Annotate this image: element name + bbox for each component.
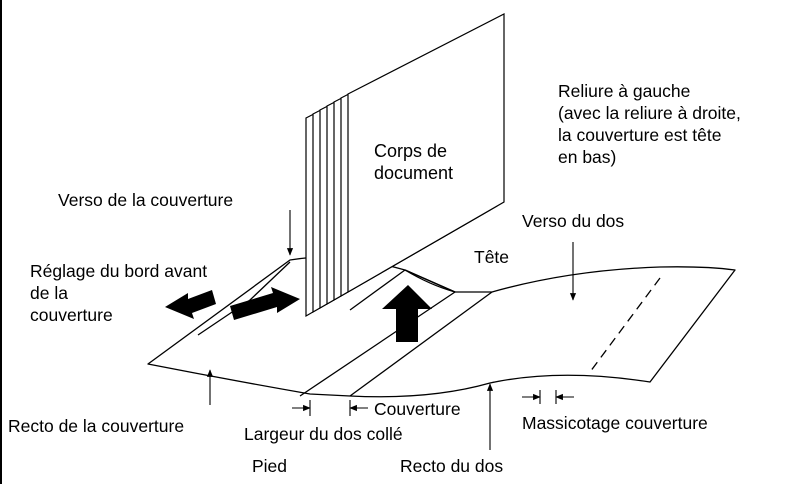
label-tete: Tête xyxy=(474,247,510,267)
label-massicotage: Massicotage couverture xyxy=(522,413,708,433)
cover-sheet-outline xyxy=(147,255,736,398)
book-sheet xyxy=(347,13,505,294)
label-reglage: Réglage du bord avant de la couverture xyxy=(30,261,208,325)
adjust-arrow-right xyxy=(230,287,300,320)
label-recto-couverture: Recto de la couverture xyxy=(8,416,185,436)
trim-dashed-line xyxy=(589,277,661,373)
label-couverture: Couverture xyxy=(374,399,461,419)
adjust-arrow-left xyxy=(165,290,216,319)
spine-line-b xyxy=(349,291,493,397)
label-pied: Pied xyxy=(252,456,288,476)
spine-head-edge xyxy=(404,269,456,293)
book-block xyxy=(305,13,505,318)
label-corps-document: Corps de document xyxy=(374,141,454,183)
label-reliure: Reliure à gauche (avec la reliure à droi… xyxy=(558,81,741,167)
label-verso-dos: Verso du dos xyxy=(522,211,625,231)
spine-line-a xyxy=(349,269,406,311)
label-verso-couverture: Verso de la couverture xyxy=(58,190,234,210)
label-recto-dos: Recto du dos xyxy=(400,456,504,476)
insert-arrow-up xyxy=(382,285,432,342)
label-largeur-dos: Largeur du dos collé xyxy=(244,424,403,444)
